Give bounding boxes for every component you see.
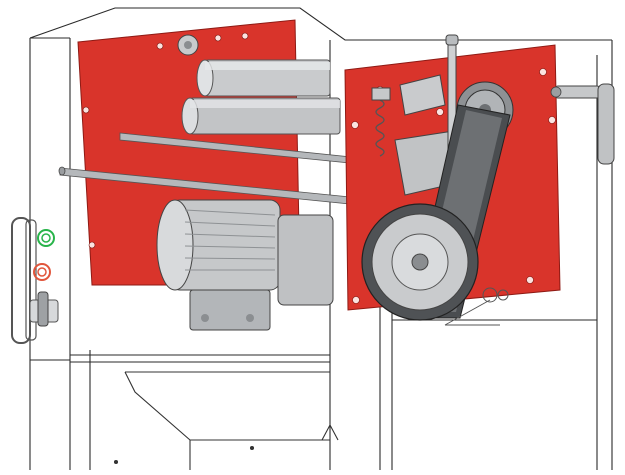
tension-spring (371, 87, 391, 157)
door-handle-icon (11, 217, 37, 344)
electric-motor (156, 199, 334, 331)
adjustment-knob (177, 34, 199, 56)
green-indicator-icon (37, 229, 55, 247)
upper-roller (196, 59, 331, 97)
limit-switch (444, 287, 509, 326)
bottom-chute (113, 371, 339, 470)
red-indicator-icon (33, 263, 51, 281)
lever-knob-icon (29, 291, 59, 327)
large-pulley (361, 203, 479, 321)
lower-roller (181, 97, 341, 135)
side-crank (550, 83, 615, 165)
